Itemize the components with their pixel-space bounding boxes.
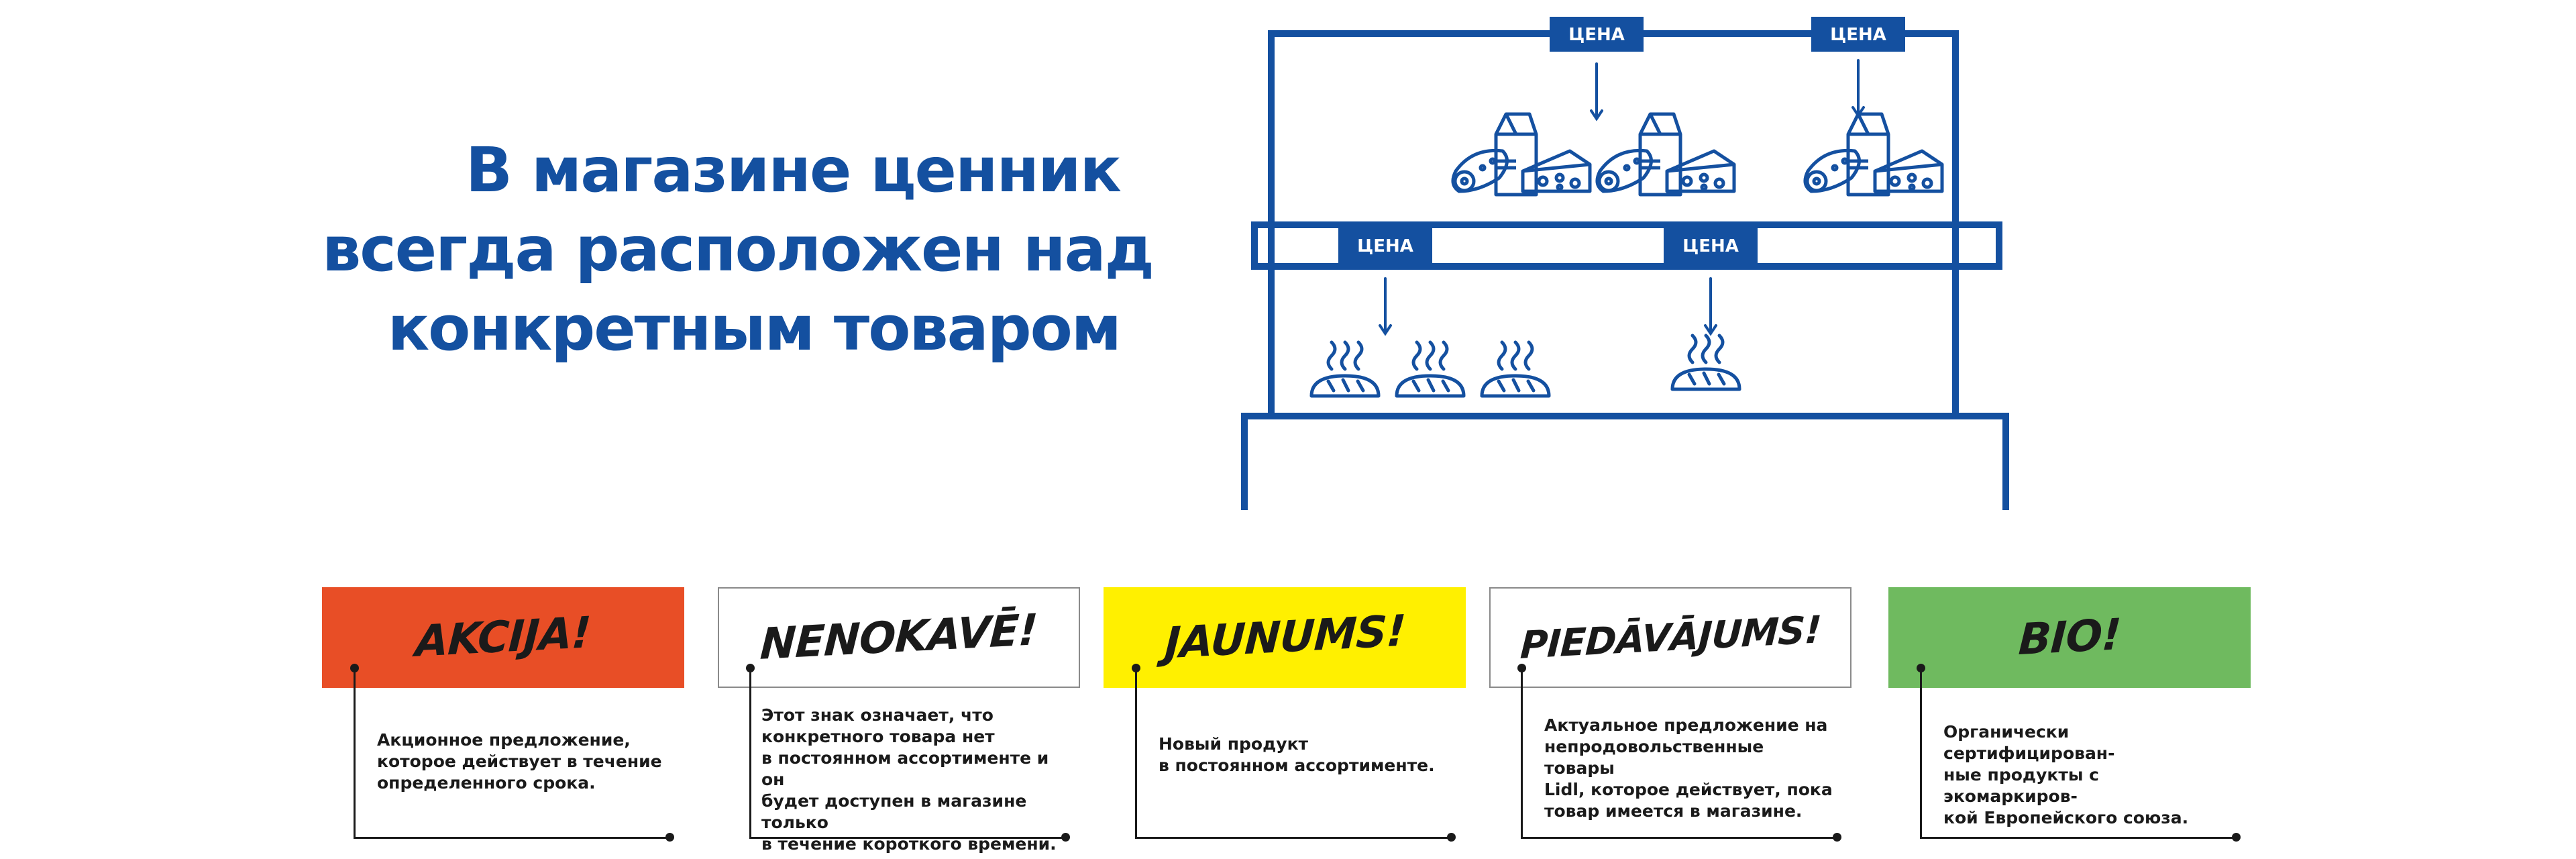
price-tag: ЦЕНА (1811, 17, 1905, 52)
shelf-illustration: ЦЕНА ЦЕНА ЦЕНА ЦЕНА (1241, 17, 2009, 510)
sausage-icon (1453, 150, 1507, 191)
sausage-icon (1597, 150, 1651, 191)
badge-description: Этот знак означает, что конкретного това… (761, 705, 1057, 854)
svg-text:ЦЕНА: ЦЕНА (1568, 25, 1625, 45)
badge-description: Актуальное предложение на непродовольств… (1544, 715, 1833, 821)
milk-carton-icon (1640, 114, 1680, 195)
connector-line (1135, 668, 1137, 839)
connector-dot (1833, 833, 1841, 842)
connector-line (1135, 837, 1452, 839)
connector-line (1521, 837, 1837, 839)
connector-dot (1447, 833, 1456, 842)
milk-carton-icon (1848, 114, 1888, 195)
bread-icon (1397, 342, 1464, 396)
price-tag: ЦЕНА (1338, 228, 1432, 263)
arrow-down-icon (1851, 59, 1865, 117)
svg-text:ЦЕНА: ЦЕНА (1357, 236, 1413, 256)
label-card-akcija: AKCIJA! Акционное предложение, которое д… (322, 587, 684, 849)
svg-text:ЦЕНА: ЦЕНА (1830, 25, 1886, 45)
headline: В магазине ценник всегда расположен над … (322, 131, 1155, 368)
badge-description: Новый продукт в постоянном ассортименте. (1159, 734, 1435, 775)
badge-description: Акционное предложение, которое действует… (377, 730, 662, 793)
label-card-nenokave: NENOKAVĒ! Этот знак означает, что конкре… (718, 587, 1080, 854)
connector-dot (665, 833, 674, 842)
connector-dot (1061, 833, 1070, 842)
label-card-bio: BIO! Органически сертифицирован- ные про… (1888, 587, 2251, 849)
connector-line (1920, 668, 1922, 839)
price-tag: ЦЕНА (1550, 17, 1644, 52)
cheese-icon (1523, 151, 1590, 191)
connector-dot (2232, 833, 2241, 842)
badge-label: AKCIJA! (414, 608, 592, 667)
arrow-down-icon (1379, 277, 1392, 335)
bread-icon (1311, 342, 1379, 396)
label-card-piedavajums: PIEDĀVĀJUMS! Актуальное предложение на н… (1489, 587, 1851, 849)
connector-line (749, 837, 1066, 839)
connector-line (749, 668, 751, 839)
bread-icon (1482, 342, 1549, 396)
sausage-icon (1805, 150, 1859, 191)
milk-carton-icon (1496, 114, 1536, 195)
badge-label: JAUNUMS! (1163, 606, 1407, 669)
connector-line (354, 668, 356, 839)
badge-akcija: AKCIJA! (322, 587, 684, 688)
connector-line (354, 837, 670, 839)
badge-piedavajums: PIEDĀVĀJUMS! (1489, 587, 1851, 688)
headline-line: В магазине ценник (465, 134, 1122, 206)
arrow-down-icon (1590, 62, 1603, 120)
bread-icon (1672, 336, 1739, 389)
badge-label: BIO! (2017, 609, 2122, 666)
arrow-down-icon (1704, 277, 1717, 335)
cheese-icon (1875, 151, 1942, 191)
price-tag: ЦЕНА (1664, 228, 1758, 263)
badge-label: NENOKAVĒ! (759, 605, 1039, 670)
headline-line: конкретным товаром (387, 293, 1122, 364)
badge-description: Органически сертифицирован- ные продукты… (1943, 722, 2189, 827)
connector-line (1920, 837, 2237, 839)
badge-nenokave: NENOKAVĒ! (718, 587, 1080, 688)
cheese-icon (1667, 151, 1734, 191)
badge-label: PIEDĀVĀJUMS! (1519, 607, 1822, 668)
badge-bio: BIO! (1888, 587, 2251, 688)
badge-jaunums: JAUNUMS! (1104, 587, 1466, 688)
label-card-jaunums: JAUNUMS! Новый продукт в постоянном ассо… (1104, 587, 1466, 849)
svg-text:ЦЕНА: ЦЕНА (1682, 236, 1739, 256)
headline-line: всегда расположен над (322, 213, 1155, 285)
connector-line (1521, 668, 1523, 839)
